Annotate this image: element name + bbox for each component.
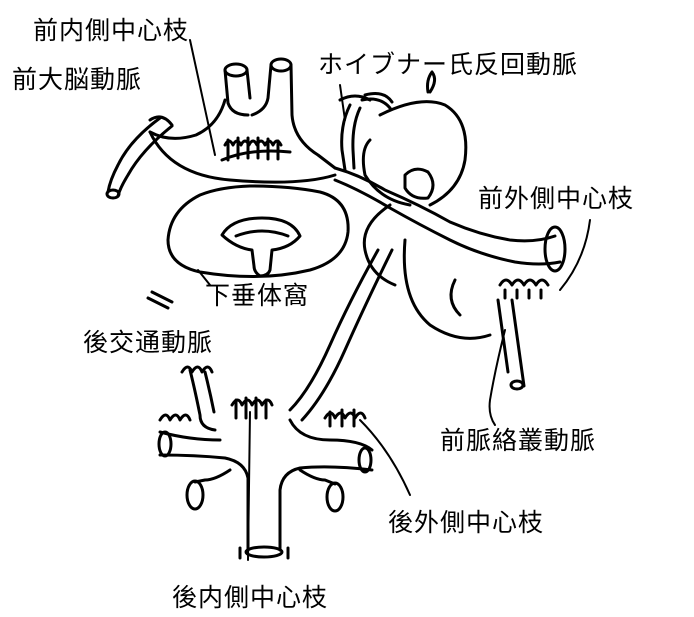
label-recurrent-artery-of-heubner: ホイブナー氏反回動脈 (318, 50, 579, 79)
label-posterior-medial-central-branches: 後内側中心枝 (172, 583, 329, 612)
heubner-drawing (338, 84, 394, 172)
central-outline (148, 130, 350, 279)
leader-heubner (339, 84, 346, 121)
aca-left-vessel (223, 68, 250, 117)
internal-carotid-drawing (333, 70, 567, 340)
anterior-lateral-branches-drawing (498, 219, 591, 300)
anterior-medial-branches-drawing (189, 39, 292, 162)
leader-post-medial (247, 411, 251, 561)
aca-right-stump (269, 57, 293, 73)
mca-cut-end (543, 225, 567, 273)
label-posterior-lateral-central-branches: 後外側中心枝 (388, 508, 545, 537)
label-anterior-choroidal-artery: 前脈絡叢動脈 (440, 426, 597, 455)
basilar-drawing (157, 365, 374, 560)
aca-right-vessel-outer (289, 63, 337, 170)
label-posterior-communicating-artery: 後交通動脈 (83, 328, 214, 357)
aca-left-stump (223, 62, 249, 78)
label-anterior-lateral-central-branches: 前外側中心枝 (478, 184, 635, 213)
aca-right-vessel (250, 63, 273, 117)
leader-ant-lateral (559, 219, 591, 291)
leader-choroidal (488, 329, 506, 426)
hypophyseal-fossa-drawing (197, 216, 302, 286)
anterior-cerebral-arteries (148, 57, 337, 170)
posterior-lateral-branches-drawing (158, 408, 411, 496)
label-anterior-medial-central-branches: 前内側中心枝 (33, 16, 190, 45)
label-anterior-cerebral-artery: 前大脳動脈 (12, 65, 143, 94)
leader-ant-medial (189, 39, 216, 156)
leader-post-lateral (359, 419, 411, 496)
basilar-cut-end (244, 545, 284, 559)
aca-left-outer (148, 98, 227, 140)
aca-left-vessel-inner (245, 68, 252, 100)
left-cut-vessel (105, 115, 174, 200)
posterior-medial-branches-drawing (230, 396, 274, 561)
label-hypophyseal-fossa: 下垂体窩 (205, 281, 310, 310)
choroidal-drawing (488, 298, 526, 426)
leader-fossa (197, 269, 211, 286)
pcom-drawing (146, 248, 394, 422)
